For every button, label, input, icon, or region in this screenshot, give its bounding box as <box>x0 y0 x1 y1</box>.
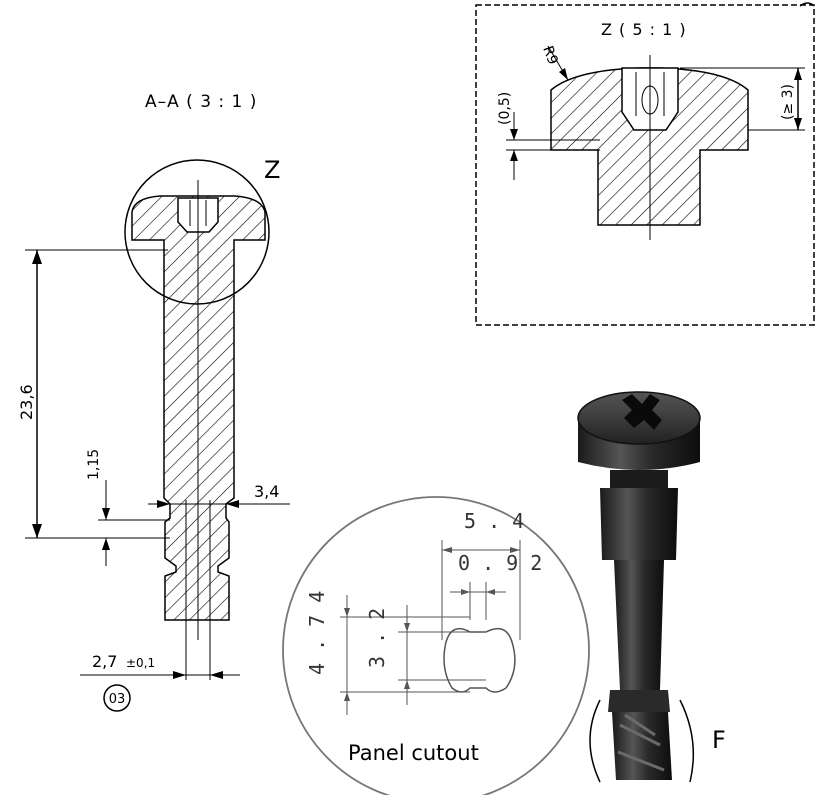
item-number-label: 03 <box>109 692 126 707</box>
dim-width-label: 5 . 4 <box>464 509 524 533</box>
dim-diameter-label: 3,4 <box>254 482 279 501</box>
render-collar <box>600 488 678 560</box>
render-neck <box>610 470 668 488</box>
render-detail-arc <box>589 699 695 783</box>
dim-small-label: (0,5) <box>497 92 513 125</box>
render-shaft <box>614 560 664 690</box>
dim-slot-label: 0 . 9 2 <box>458 551 542 575</box>
render-tip-threads <box>617 713 665 772</box>
render-groove <box>608 690 670 712</box>
dim-tip-tolerance: ±0,1 <box>126 656 155 670</box>
dim-inner-height-label: 3 . 2 <box>365 608 389 668</box>
dim-outer-height-label: 4 . 7 4 <box>305 591 329 675</box>
panel-cutout-view: 5 . 4 0 . 9 2 4 . 7 4 3 . 2 Panel cutout <box>282 496 590 795</box>
dim-tip-label: 2,7 <box>92 652 117 671</box>
panel-cutout-shape <box>443 627 516 693</box>
section-view: A–A ( 3 : 1 ) Z 23,6 1,15 3,4 <box>17 92 290 712</box>
screw-render: F <box>577 391 726 783</box>
radius-label: R9 <box>539 44 560 67</box>
dim-height-label: (≥ 3) <box>780 84 796 120</box>
detail-title: Z ( 5 : 1 ) <box>601 20 687 39</box>
detail-frame <box>475 4 815 326</box>
render-drive-recess <box>622 394 662 430</box>
detail-corner-mark <box>799 2 815 7</box>
dim-groove-label: 1,15 <box>86 449 102 480</box>
radius-arrow <box>559 68 568 80</box>
dim-arrows-groove <box>102 508 110 550</box>
dim-slot-arrows <box>461 589 495 595</box>
section-title: A–A ( 3 : 1 ) <box>145 92 257 112</box>
dim-small-arrows <box>510 129 518 161</box>
render-detail-marker: F <box>712 726 726 754</box>
dim-length-label: 23,6 <box>17 384 36 420</box>
item-number-bubble <box>103 684 131 712</box>
detail-view-z: Z ( 5 : 1 ) R9 (0,5) (≥ 3) <box>475 2 815 326</box>
panel-cutout-label: Panel cutout <box>348 741 479 765</box>
detail-marker-z: Z <box>264 156 280 184</box>
dim-arrows-tip <box>173 671 223 679</box>
panel-cutout-circle <box>282 496 590 795</box>
